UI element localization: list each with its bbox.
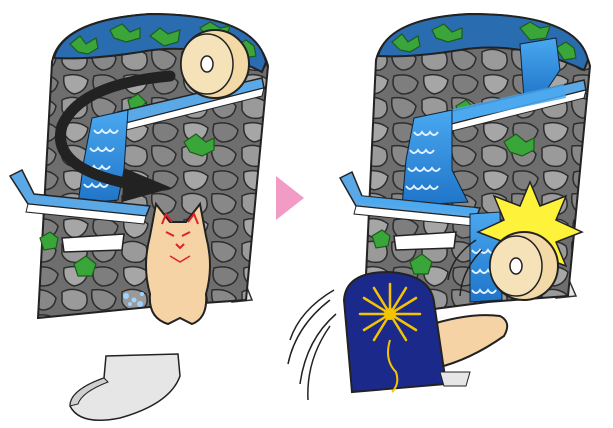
fox-figure bbox=[146, 204, 210, 324]
right-panel bbox=[288, 14, 590, 400]
slot bbox=[394, 232, 456, 250]
fan-card bbox=[344, 272, 446, 392]
left-panel bbox=[10, 14, 268, 420]
slot bbox=[62, 234, 124, 252]
tape-roll bbox=[181, 30, 249, 98]
pink-triangle-arrow-icon bbox=[276, 176, 304, 220]
tape-roll bbox=[490, 232, 558, 300]
fan-card-base bbox=[440, 372, 470, 386]
